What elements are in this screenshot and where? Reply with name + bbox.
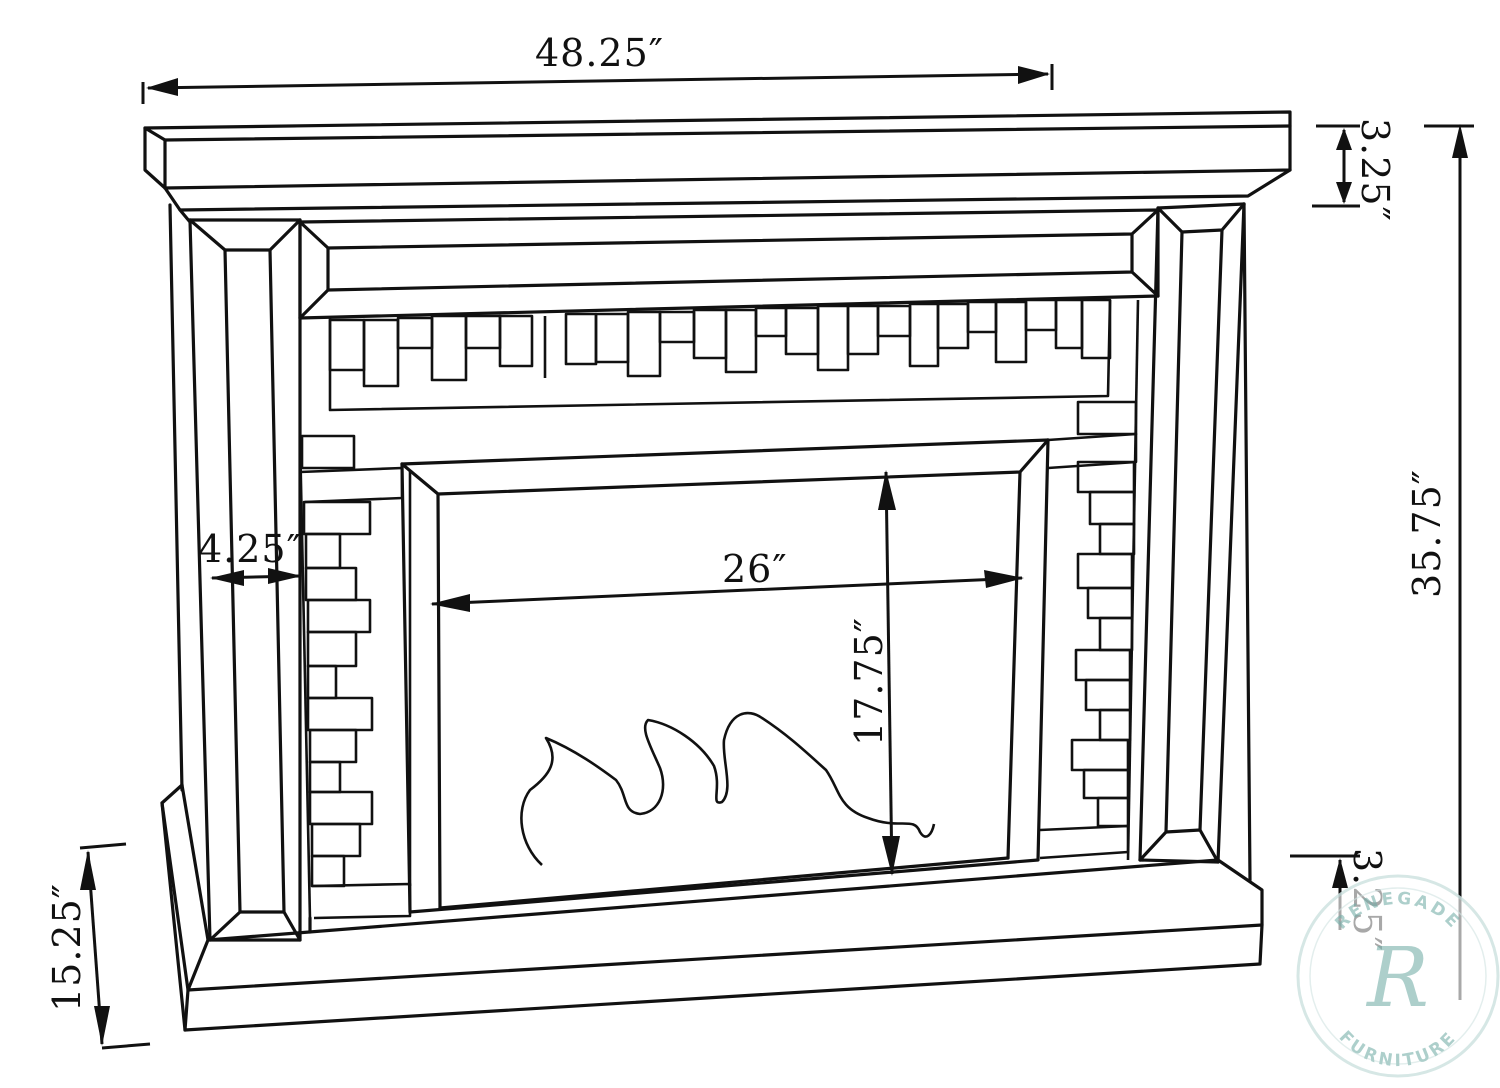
- dentil-row: [328, 298, 1112, 412]
- dim-overall-height: 35.75″: [1405, 124, 1474, 1000]
- dim-label-overall-depth: 15.25″: [45, 883, 89, 1012]
- dim-pilaster-width: 4.25″: [198, 527, 302, 586]
- mantel-shelf: [143, 110, 1292, 224]
- brand-watermark-logo: RENEGADE FURNITURE R: [1296, 874, 1500, 1078]
- flame-outline: [520, 711, 936, 866]
- plinth-base: [160, 783, 1264, 1032]
- dim-label-overall-height: 35.75″: [1405, 469, 1449, 598]
- right-brick-panel: [1039, 299, 1140, 861]
- dim-label-pilaster-width: 4.25″: [198, 527, 302, 571]
- right-pilaster: [1138, 202, 1252, 882]
- left-brick-panel: [298, 434, 412, 921]
- frieze-board: [298, 208, 1160, 320]
- watermark-monogram: R: [1365, 931, 1429, 1026]
- dim-firebox-height: 17.75″: [847, 470, 900, 876]
- dim-label-overall-width: 48.25″: [535, 31, 664, 75]
- firebox-surround: [400, 438, 1050, 914]
- dim-overall-width: 48.25″: [141, 31, 1054, 104]
- dim-firebox-width: 26″: [430, 547, 1024, 612]
- dim-mantel-thickness: 3.25″: [1312, 118, 1397, 222]
- dim-label-mantel-thickness: 3.25″: [1353, 118, 1397, 222]
- dim-label-firebox-width: 26″: [722, 547, 788, 591]
- dim-label-firebox-height: 17.75″: [847, 617, 891, 746]
- dim-overall-depth: 15.25″: [45, 842, 151, 1050]
